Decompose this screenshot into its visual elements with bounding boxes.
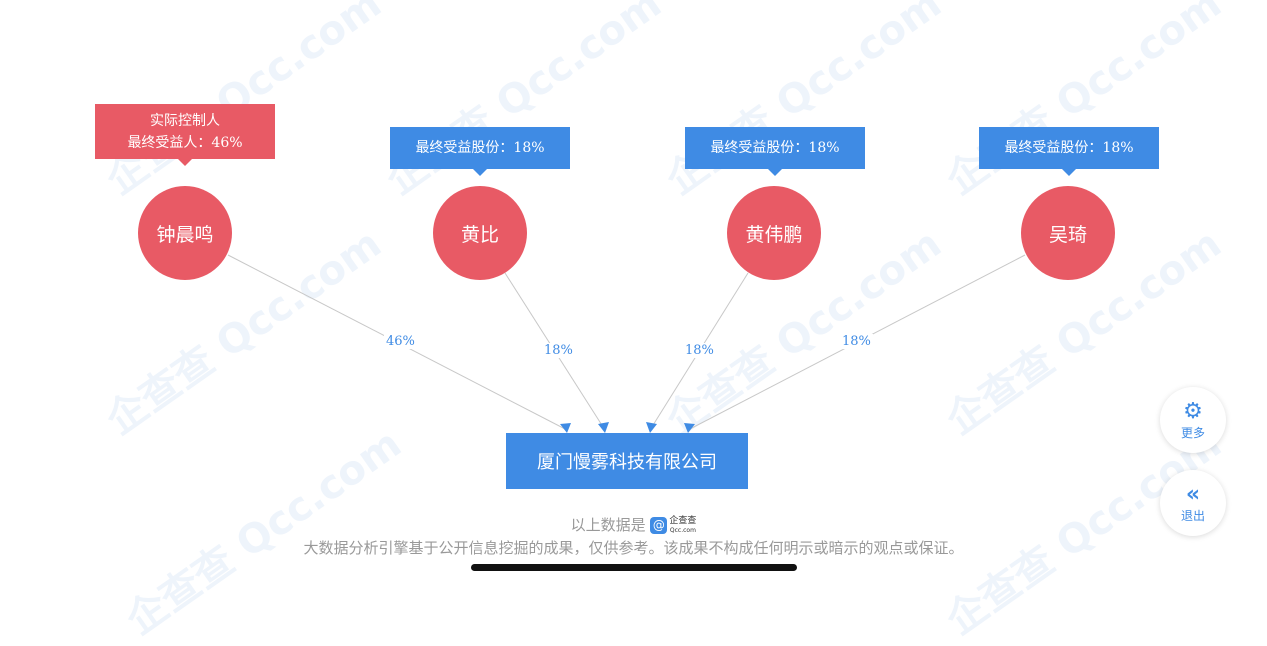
home-indicator — [471, 564, 797, 571]
back-arrow-icon: « — [1185, 481, 1201, 507]
edge-label: 18% — [840, 334, 873, 349]
company-node[interactable]: 厦门慢雾科技有限公司 — [506, 433, 748, 489]
arrow-icon — [560, 423, 571, 433]
person-node[interactable]: 吴琦 — [1021, 186, 1115, 280]
disclaimer: 大数据分析引擎基于公开信息挖掘的成果，仅供参考。该成果不构成任何明示或暗示的观点… — [303, 539, 964, 557]
tooltip-line: 最终受益股份：18% — [1004, 140, 1134, 156]
arrow-icon — [684, 423, 695, 433]
tooltip-line: 实际控制人 — [150, 112, 220, 129]
qcc-logo-sub: Qcc.com — [669, 526, 696, 534]
tooltip-line: 最终受益股份：18% — [710, 140, 840, 156]
tooltip-share: 最终受益股份：18% — [685, 127, 865, 176]
tooltip-share: 最终受益股份：18% — [390, 127, 570, 176]
more-button[interactable]: ⚙ 更多 — [1160, 387, 1226, 453]
qcc-logo-text: 企查查 — [669, 515, 697, 526]
edges — [227, 254, 1026, 433]
edge-label: 18% — [542, 343, 575, 358]
exit-button[interactable]: « 退出 — [1160, 470, 1226, 536]
edge-label: 18% — [683, 343, 716, 358]
tooltip-line: 最终受益人：46% — [127, 134, 243, 151]
gear-icon: ⚙ — [1183, 398, 1203, 424]
qcc-logo: @ 企查查 Qcc.com — [650, 515, 697, 535]
person-node[interactable]: 黄比 — [433, 186, 527, 280]
arrow-icon — [598, 422, 609, 433]
source-prefix: 以上数据是 — [570, 516, 646, 534]
qcc-logo-icon: @ — [650, 517, 668, 534]
more-label: 更多 — [1180, 425, 1205, 440]
tooltip-share: 最终受益股份：18% — [979, 127, 1159, 176]
tooltip-line: 最终受益股份：18% — [415, 140, 545, 156]
person-node[interactable]: 黄伟鹏 — [727, 186, 821, 280]
edge-label: 46% — [384, 334, 417, 349]
arrow-icon — [646, 422, 657, 433]
person-node[interactable]: 钟晨鸣 — [138, 186, 232, 280]
source-line: 以上数据是 @ 企查查 Qcc.com — [0, 514, 1267, 535]
exit-label: 退出 — [1180, 508, 1205, 523]
tooltip-controller: 实际控制人 最终受益人：46% — [95, 104, 275, 166]
